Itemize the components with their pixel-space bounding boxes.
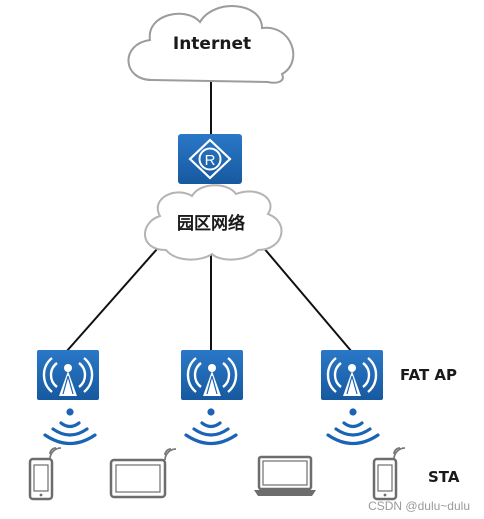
sta-tablet bbox=[109, 448, 177, 499]
campus-network-label: 园区网络 bbox=[177, 213, 245, 234]
sta-laptop bbox=[254, 455, 316, 496]
router-symbol: R bbox=[205, 152, 216, 169]
link-campus-ap-right bbox=[256, 239, 353, 353]
watermark: CSDN @dulu~dulu bbox=[368, 499, 470, 513]
wireless-ap-icon bbox=[319, 348, 385, 402]
sta-phone-right bbox=[372, 447, 406, 501]
router-icon bbox=[178, 134, 242, 184]
laptop-icon bbox=[254, 455, 316, 496]
sta-phone-left bbox=[28, 447, 62, 501]
wireless-ap-icon bbox=[35, 348, 101, 402]
router-node: R bbox=[178, 134, 242, 184]
link-campus-ap-left bbox=[65, 239, 166, 353]
ap-center bbox=[179, 348, 245, 402]
wifi-signal-icon bbox=[326, 406, 380, 446]
wifi-signal-icon bbox=[184, 406, 238, 446]
cloud-icon bbox=[127, 5, 295, 84]
sta-label: STA bbox=[428, 468, 460, 486]
internet-label: Internet bbox=[173, 34, 251, 54]
wifi-signal-icon bbox=[43, 406, 97, 446]
internet-cloud: Internet bbox=[127, 5, 295, 84]
wifi-signal-right bbox=[326, 406, 380, 446]
campus-network-cloud: 园区网络 bbox=[144, 184, 283, 261]
cloud-icon bbox=[144, 184, 283, 261]
ap-left bbox=[35, 348, 101, 402]
fat-ap-label: FAT AP bbox=[400, 366, 457, 384]
ap-right bbox=[319, 348, 385, 402]
link-lines bbox=[65, 82, 353, 353]
wifi-signal-left bbox=[43, 406, 97, 446]
wireless-ap-icon bbox=[179, 348, 245, 402]
wifi-signal-center bbox=[184, 406, 238, 446]
